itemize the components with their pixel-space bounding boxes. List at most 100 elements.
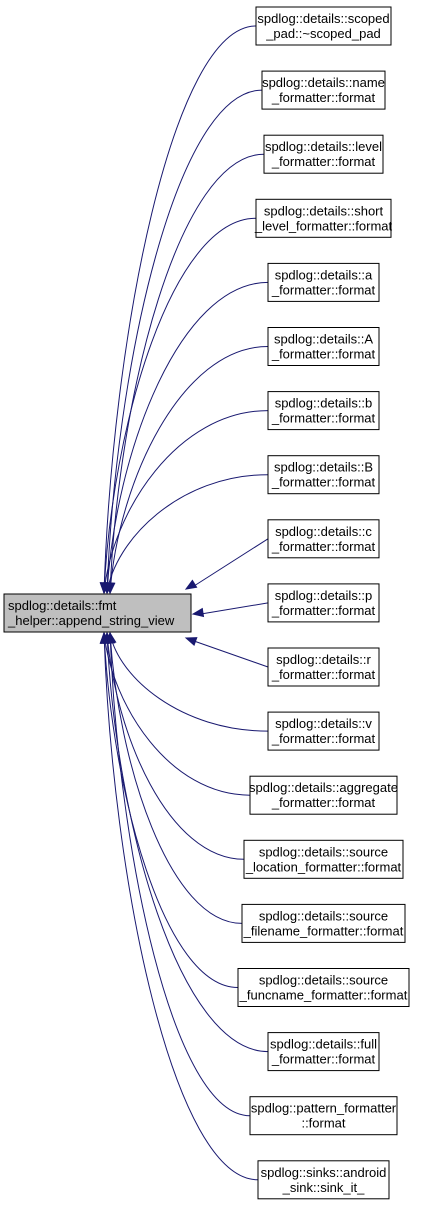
caller-node-3-label-line-1: spdlog::details::level [265,139,382,154]
caller-node-4[interactable]: spdlog::details::short_level_formatter::… [254,198,393,238]
edge-arrow-10 [191,607,205,618]
edge-line-4 [103,217,257,594]
caller-node-1-box [255,6,392,46]
main-node-append-string-view[interactable]: spdlog::details::fmt_helper::append_stri… [3,593,192,633]
caller-node-18-label-line-2: ::format [301,1116,345,1131]
caller-node-3-box [263,134,384,174]
caller-node-11[interactable]: spdlog::details::r_formatter::format [267,647,380,687]
edge-arrow-11 [184,637,198,646]
caller-node-9-box [267,519,380,559]
edge-10 [191,602,269,618]
caller-node-7-box [267,391,380,431]
caller-node-1-label-line-2: _pad::~scoped_pad [265,26,381,41]
caller-node-3-label-line-2: _formatter::format [271,154,376,169]
caller-node-14-label-line-1: spdlog::details::source [259,844,388,859]
caller-node-14-label-line-2: _location_formatter::format [245,859,402,874]
caller-node-7-label-line-2: _formatter::format [271,411,376,426]
caller-node-5-label-line-2: _formatter::format [271,282,376,297]
caller-node-13-box [249,775,398,815]
caller-node-5[interactable]: spdlog::details::a_formatter::format [267,262,380,302]
edge-14 [103,631,245,860]
caller-node-13-label-line-1: spdlog::details::aggregate [249,780,398,795]
edge-arrow-18 [105,631,116,644]
edge-16 [99,631,239,988]
caller-node-17[interactable]: spdlog::details::full_formatter::format [267,1032,380,1072]
edge-line-7 [103,410,269,594]
caller-node-12-label-line-2: _formatter::format [271,731,376,746]
caller-node-19[interactable]: spdlog::sinks::android_sink::sink_it_ [257,1160,390,1200]
caller-node-19-label-line-1: spdlog::sinks::android [261,1165,387,1180]
caller-node-10-label-line-1: spdlog::details::p [275,588,373,603]
edge-line-15 [109,632,243,924]
caller-node-18[interactable]: spdlog::pattern_formatter::format [249,1096,398,1136]
edge-18 [105,631,251,1117]
edge-11 [184,637,269,668]
caller-node-5-label-line-1: spdlog::details::a [275,267,373,282]
main-node-append-string-view-label-line-2: _helper::append_string_view [7,613,175,628]
caller-node-16-box [237,968,410,1007]
caller-node-18-box [249,1096,398,1136]
caller-node-6-box [267,327,380,366]
main-node-append-string-view-label-line-1: spdlog::details::fmt [8,598,117,613]
edge-12 [107,631,269,732]
edge-line-18 [109,632,251,1117]
edge-line-17 [106,632,269,1053]
edge-line-6 [109,346,269,594]
caller-node-5-box [267,262,380,302]
edges-layer [99,25,269,1181]
caller-node-9[interactable]: spdlog::details::c_formatter::format [267,519,380,559]
caller-node-10[interactable]: spdlog::details::p_formatter::format [267,583,380,623]
caller-node-16[interactable]: spdlog::details::source_funcname_formatt… [237,968,410,1007]
caller-node-6[interactable]: spdlog::details::A_formatter::format [267,327,380,366]
caller-node-17-label-line-1: spdlog::details::full [270,1037,377,1052]
caller-node-12[interactable]: spdlog::details::v_formatter::format [267,711,380,751]
edge-line-11 [193,640,269,668]
caller-node-3[interactable]: spdlog::details::level_formatter::format [263,134,384,174]
edge-6 [105,346,269,595]
caller-node-11-label-line-2: _formatter::format [271,667,376,682]
edge-line-3 [109,153,265,594]
caller-node-9-label-line-2: _formatter::format [271,539,376,554]
caller-node-15-label-line-2: _filename_formatter::format [243,923,404,938]
edge-19 [99,631,259,1181]
edge-arrow-8 [103,581,114,595]
caller-node-15-label-line-1: spdlog::details::source [259,908,388,923]
edge-line-1 [103,25,257,594]
caller-node-7[interactable]: spdlog::details::b_formatter::format [267,391,380,431]
caller-node-2[interactable]: spdlog::details::name_formatter::format [261,70,386,110]
edge-line-19 [103,632,259,1181]
caller-node-8-label-line-1: spdlog::details::B [274,460,373,475]
caller-node-10-label-line-2: _formatter::format [271,603,376,618]
edge-13 [100,631,251,796]
edge-9 [184,538,269,590]
edge-arrow-9 [184,579,198,590]
caller-node-15[interactable]: spdlog::details::source_filename_formatt… [241,903,406,943]
caller-node-13[interactable]: spdlog::details::aggregate_formatter::fo… [249,775,398,815]
caller-node-1[interactable]: spdlog::details::scoped_pad::~scoped_pad [255,6,392,46]
caller-node-4-label-line-2: _level_formatter::format [254,218,393,233]
caller-node-10-box [267,583,380,623]
caller-node-11-label-line-1: spdlog::details::r [276,652,371,667]
caller-node-19-box [257,1160,390,1200]
caller-node-18-label-line-1: spdlog::pattern_formatter [251,1101,397,1116]
caller-node-6-label-line-1: spdlog::details::A [274,332,373,347]
caller-node-2-label-line-1: spdlog::details::name [262,75,385,90]
caller-node-14[interactable]: spdlog::details::source_location_formatt… [243,839,404,879]
caller-node-7-label-line-1: spdlog::details::b [275,396,373,411]
edge-5 [102,281,269,595]
caller-node-4-box [255,198,392,238]
edge-arrow-19 [99,631,110,644]
caller-node-9-label-line-1: spdlog::details::c [275,524,372,539]
caller-node-17-label-line-2: _formatter::format [271,1052,376,1067]
caller-node-15-box [241,903,406,943]
nodes-layer: spdlog::details::fmt_helper::append_stri… [3,6,410,1200]
edge-line-16 [103,632,239,988]
caller-node-12-box [267,711,380,751]
edge-line-2 [106,89,263,594]
edge-4 [99,217,257,595]
caller-node-8[interactable]: spdlog::details::B_formatter::format [267,455,380,495]
caller-node-14-box [243,839,404,879]
caller-node-16-label-line-1: spdlog::details::source [259,973,388,988]
edge-line-8 [106,474,269,594]
